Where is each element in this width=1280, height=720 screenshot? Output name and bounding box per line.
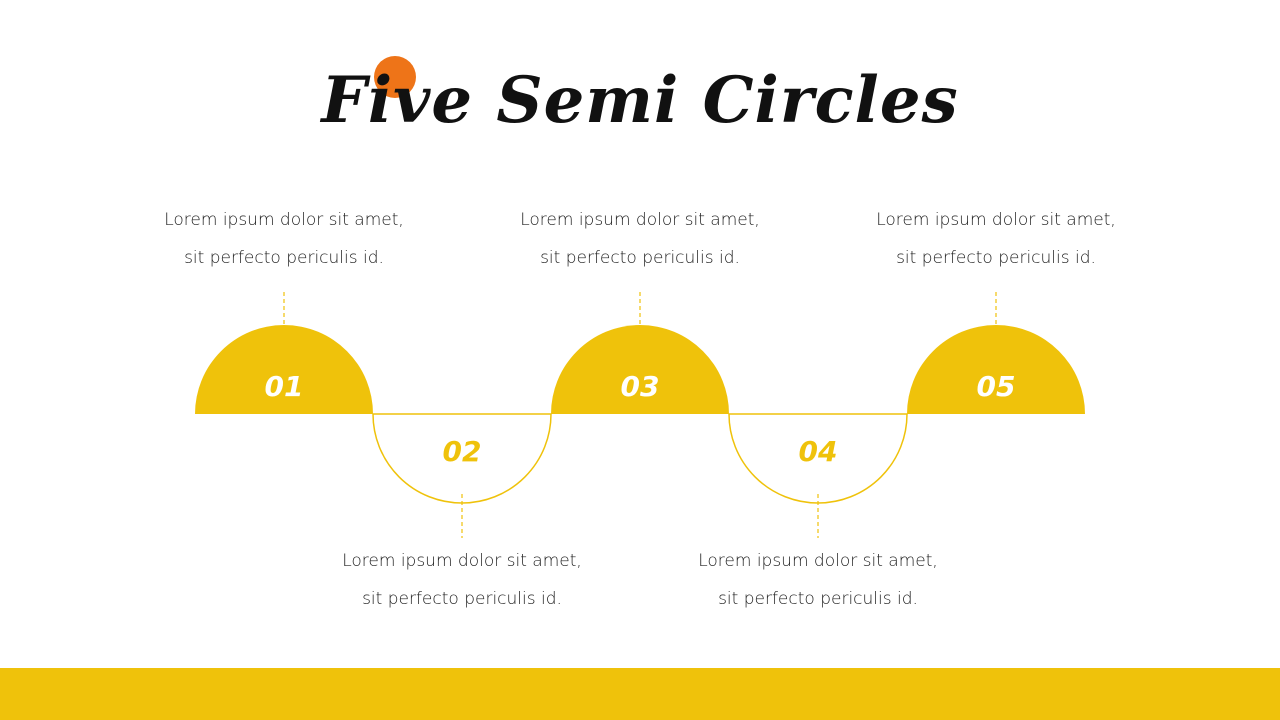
step-03-caption: Lorem ipsum dolor sit amet, sit perfecto…	[490, 201, 790, 277]
step-number: 03	[621, 370, 660, 403]
step-04-semicircle: 04	[728, 413, 908, 538]
step-03-semicircle: 03	[551, 292, 729, 414]
step-04-caption: Lorem ipsum dolor sit amet, sit perfecto…	[668, 542, 968, 618]
title-accent-dot	[374, 56, 416, 98]
step-01-semicircle: 01	[195, 292, 373, 414]
caption-line-1: Lorem ipsum dolor sit amet,	[342, 551, 582, 571]
step-02-caption: Lorem ipsum dolor sit amet, sit perfecto…	[312, 542, 612, 618]
caption-line-1: Lorem ipsum dolor sit amet,	[876, 210, 1116, 230]
step-number: 04	[799, 435, 838, 468]
footer-bar	[0, 668, 1280, 720]
caption-line-2: sit perfecto periculis id.	[718, 589, 918, 609]
caption-line-2: sit perfecto periculis id.	[184, 248, 384, 268]
step-05-semicircle: 05	[907, 292, 1085, 414]
caption-line-2: sit perfecto periculis id.	[896, 248, 1096, 268]
step-number: 02	[443, 435, 482, 468]
step-02-semicircle: 02	[372, 413, 552, 538]
step-number: 01	[265, 370, 304, 403]
step-number: 05	[977, 370, 1016, 403]
caption-line-2: sit perfecto periculis id.	[540, 248, 740, 268]
step-01-caption: Lorem ipsum dolor sit amet, sit perfecto…	[134, 201, 434, 277]
caption-line-1: Lorem ipsum dolor sit amet,	[520, 210, 760, 230]
step-05-caption: Lorem ipsum dolor sit amet, sit perfecto…	[846, 201, 1146, 277]
caption-line-2: sit perfecto periculis id.	[362, 589, 562, 609]
caption-line-1: Lorem ipsum dolor sit amet,	[164, 210, 404, 230]
caption-line-1: Lorem ipsum dolor sit amet,	[698, 551, 938, 571]
slide-title: Five Semi Circles	[321, 63, 959, 138]
